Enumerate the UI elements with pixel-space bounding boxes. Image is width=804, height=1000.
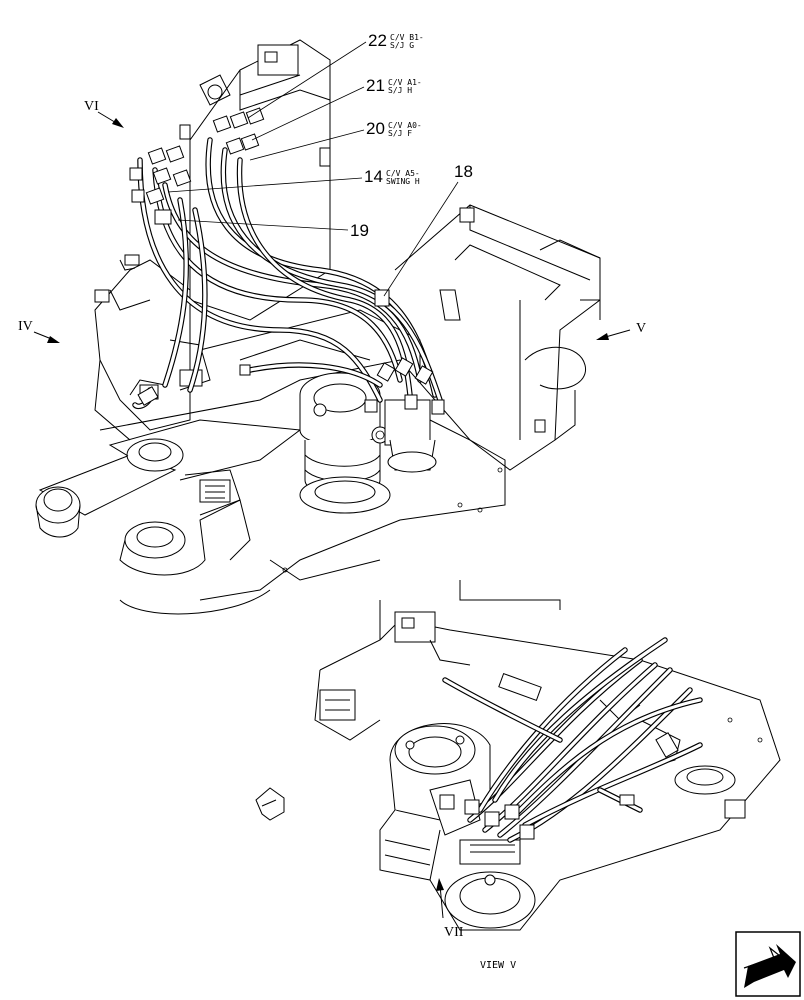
callout-18-number: 18 [454, 162, 473, 181]
callout-22-line1: C/V B1- [390, 33, 424, 42]
callout-20-line2: S/J F [388, 129, 412, 138]
callout-19-number: 19 [350, 221, 369, 240]
view-marker-iv: IV [18, 319, 33, 334]
callout-22: 22 C/V B1- S/J G [247, 31, 424, 119]
callout-14-number: 14 [364, 167, 383, 186]
callout-21-number: 21 [366, 76, 385, 95]
callout-14: 14 C/V A5- SWING H [167, 167, 420, 193]
callout-22-number: 22 [368, 31, 387, 50]
hose-fittings-upper [129, 107, 445, 415]
hose-fittings-lower [439, 672, 679, 840]
view-marker-vi: VI [84, 99, 99, 114]
view-direction-arrow-icon [255, 787, 285, 821]
callout-21-line1: C/V A1- [388, 78, 422, 87]
lower-view-drawing [255, 580, 781, 931]
callout-18: 18 [383, 162, 473, 297]
callout-19: 19 [177, 219, 369, 240]
callout-20-number: 20 [366, 119, 385, 138]
view-marker-v: V [636, 321, 646, 336]
view-markers: VI IV V VII [18, 99, 646, 940]
callout-21-line2: S/J H [388, 86, 412, 95]
corner-nav-icon[interactable] [735, 931, 801, 997]
callout-14-line1: C/V A5- [386, 169, 420, 178]
callout-21: 21 C/V A1- S/J H [251, 76, 422, 141]
view-marker-vii: VII [444, 925, 464, 940]
upper-assembly-drawing [35, 39, 601, 615]
callout-22-line2: S/J G [390, 41, 414, 50]
view-caption: VIEW V [480, 960, 516, 971]
callout-20: 20 C/V A0- S/J F [249, 119, 422, 161]
callout-14-line2: SWING H [386, 177, 420, 186]
callout-20-line1: C/V A0- [388, 121, 422, 130]
